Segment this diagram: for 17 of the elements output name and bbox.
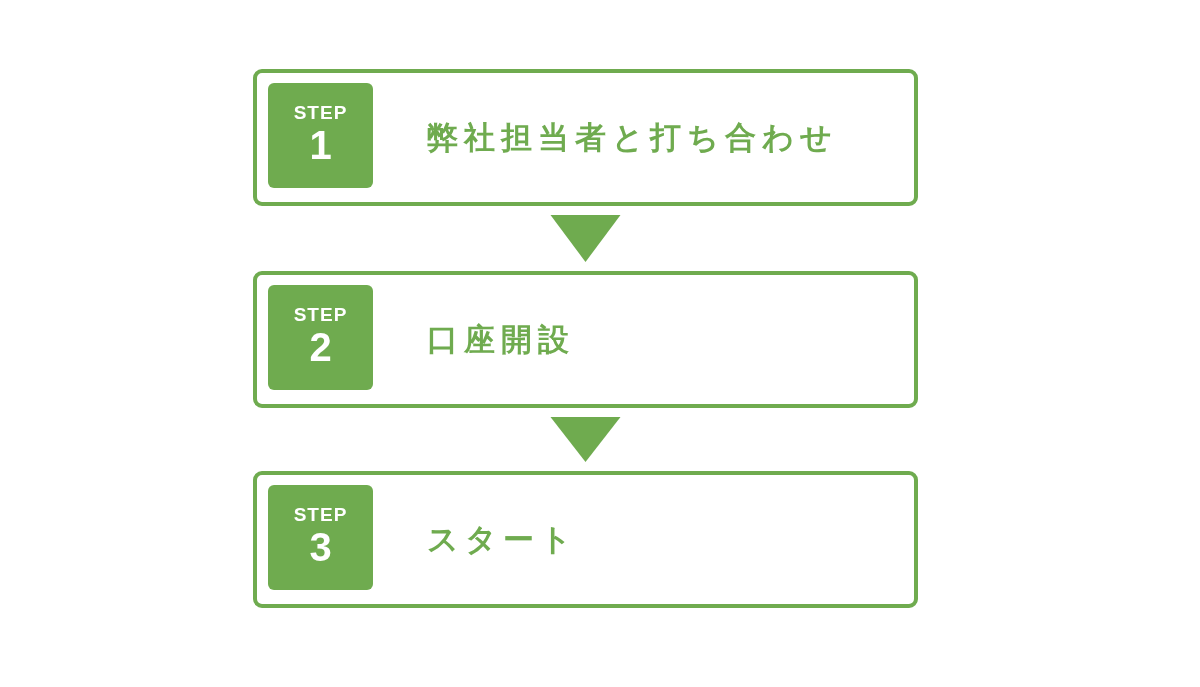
- step-card: [253, 69, 918, 206]
- down-arrow: [550, 417, 621, 462]
- step-label: STEP: [293, 102, 348, 123]
- step-number: 3: [309, 524, 332, 569]
- step-card: [253, 471, 918, 608]
- down-arrow: [550, 215, 621, 262]
- step-label: STEP: [293, 504, 348, 525]
- step-number: 2: [309, 324, 332, 369]
- step-badge: [268, 485, 373, 590]
- step-card: [253, 271, 918, 408]
- step-title: 口座開設: [427, 320, 575, 359]
- step-number: 1: [309, 122, 332, 167]
- step-title: 弊社担当者と打ち合わせ: [427, 118, 838, 157]
- step-badge: [268, 285, 373, 390]
- step-badge: [268, 83, 373, 188]
- step-title: スタート: [427, 520, 578, 559]
- step-label: STEP: [293, 304, 348, 325]
